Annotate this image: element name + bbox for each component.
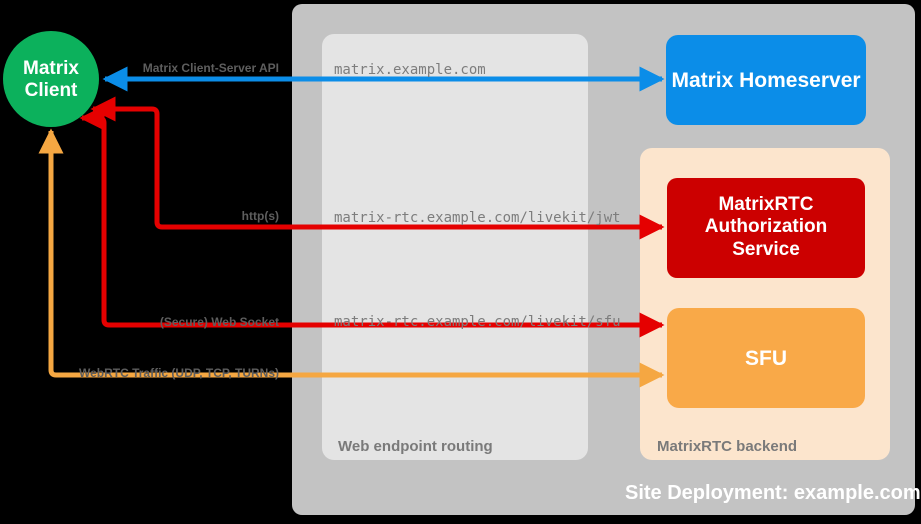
node-matrix-homeserver[interactable]	[666, 35, 866, 125]
node-sfu[interactable]	[667, 308, 865, 408]
node-matrix-client[interactable]	[3, 31, 99, 127]
web-endpoint-routing-container	[322, 34, 588, 460]
node-matrixrtc-authorization-service[interactable]	[667, 178, 865, 278]
edge-webrtc-traffic	[38, 128, 665, 388]
